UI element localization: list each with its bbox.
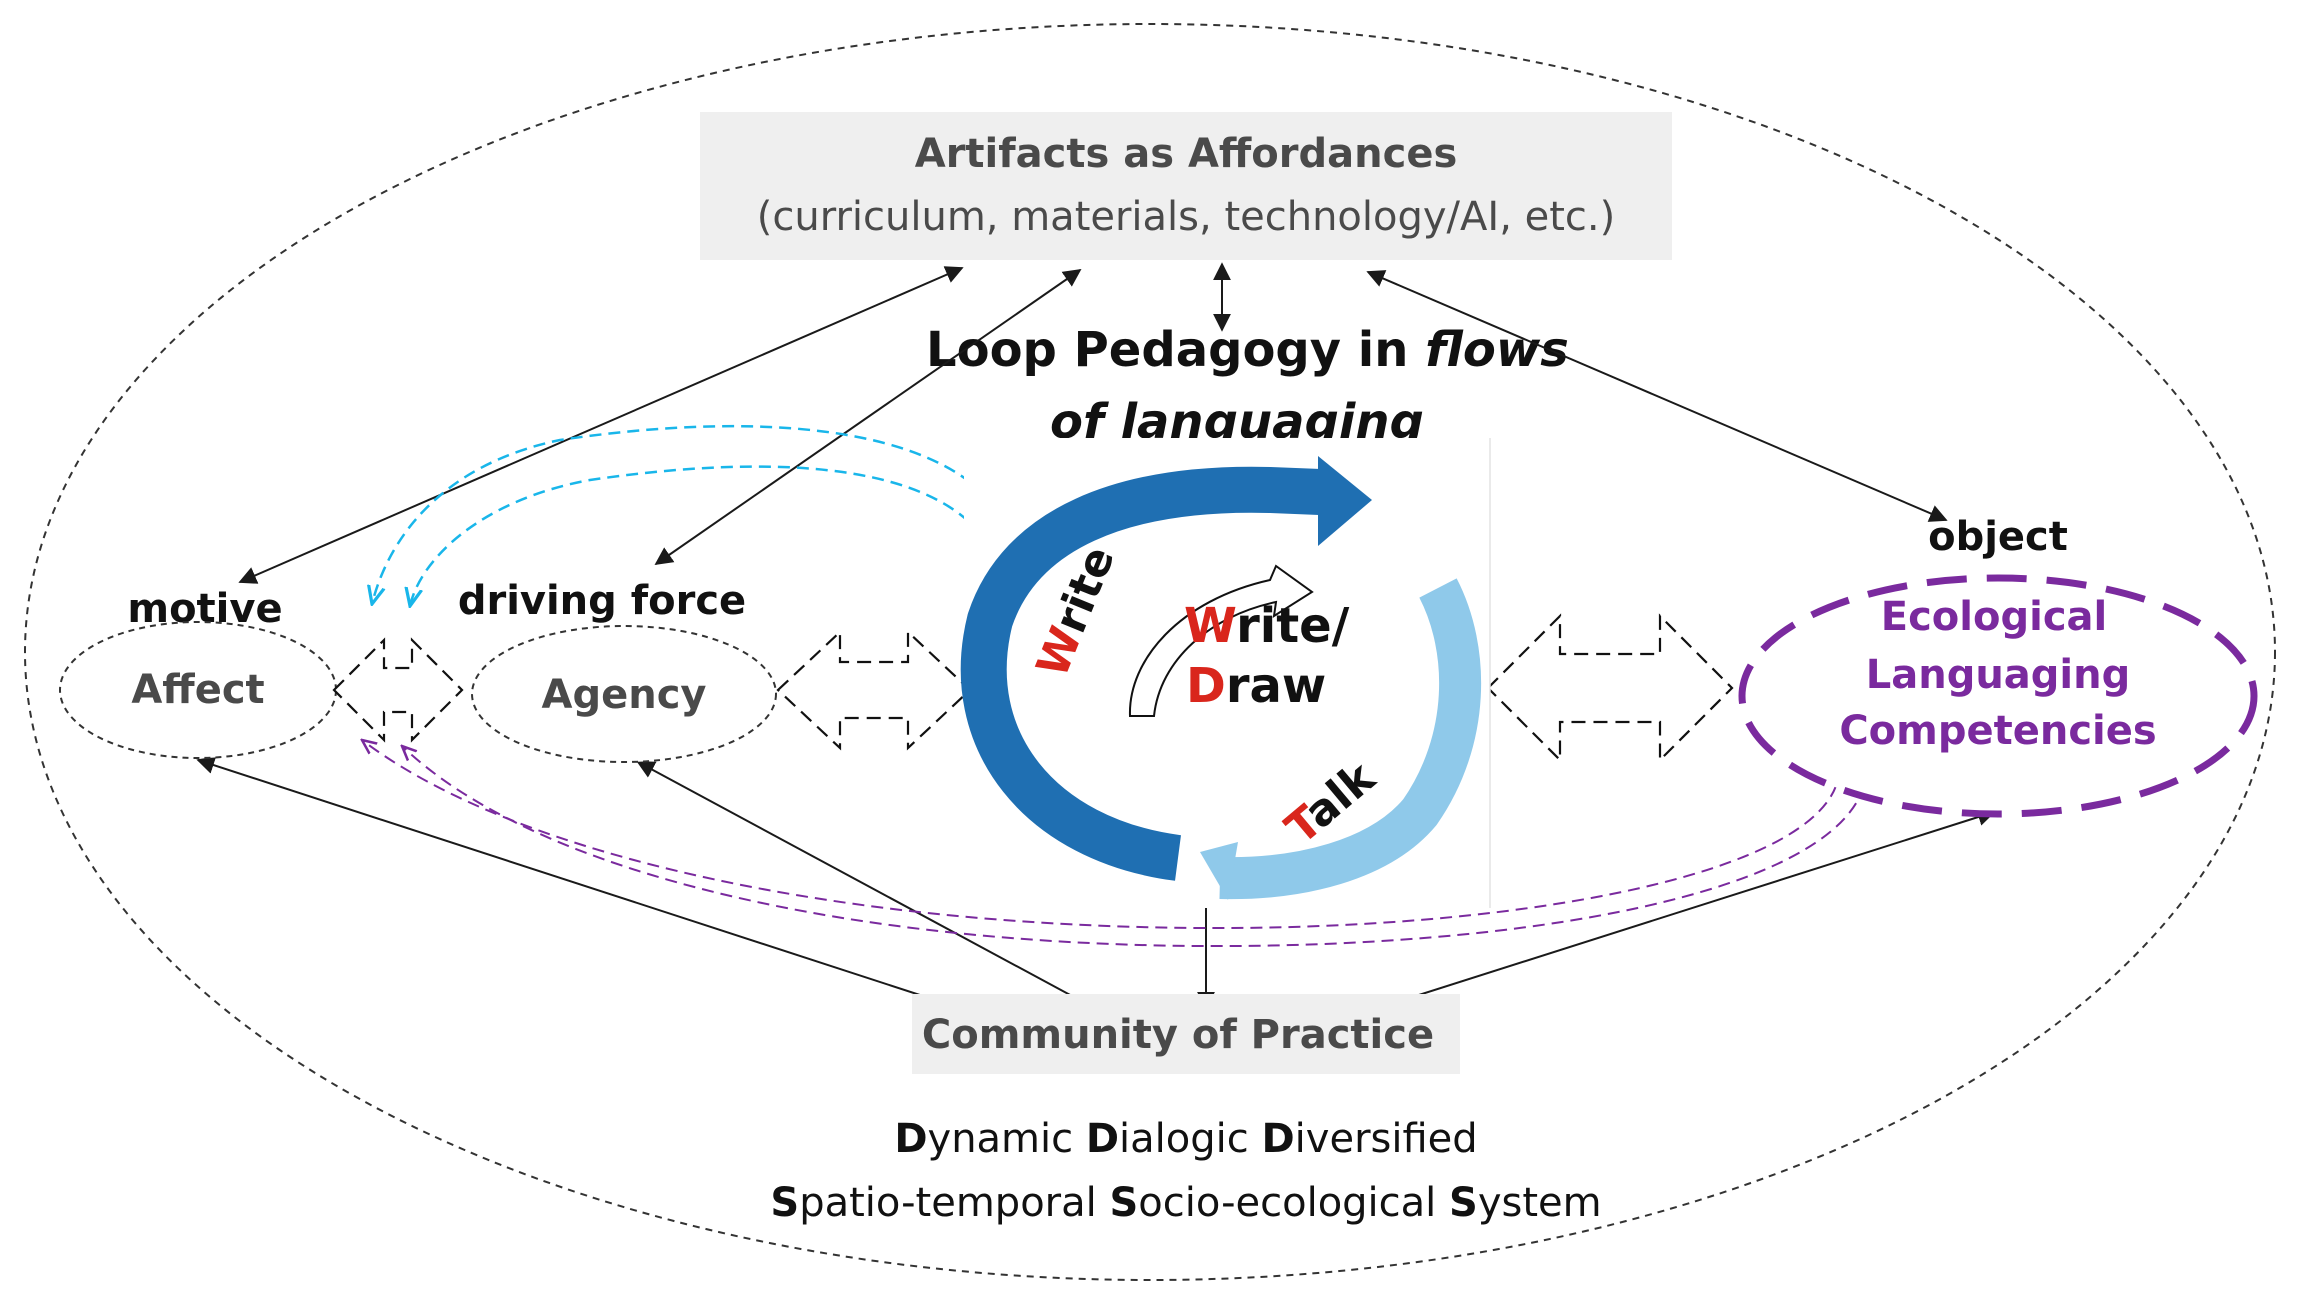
loop-dark-blue-arrowhead bbox=[1318, 456, 1372, 546]
arrow-artifacts-object bbox=[1366, 270, 1948, 522]
cyan-feedback-arrows bbox=[372, 424, 1024, 606]
affect-label: Affect bbox=[131, 667, 264, 713]
inner-write-label: Write/ bbox=[1184, 598, 1350, 654]
arrow-agency-community bbox=[636, 761, 1100, 1011]
competencies-line-2: Languaging bbox=[1866, 652, 2131, 698]
system-rest-s2: ocio-ecological bbox=[1138, 1180, 1449, 1226]
loop-dark-blue-arc bbox=[960, 466, 1321, 881]
driving-force-label: driving force bbox=[458, 578, 746, 624]
system-initial-d1: D bbox=[894, 1116, 927, 1162]
system-boundary-ellipse bbox=[24, 23, 2276, 1281]
affect-agency-double-arrow bbox=[332, 637, 464, 743]
loop-title-prefix: Loop Pedagogy in bbox=[926, 322, 1425, 378]
artifacts-box: Artifacts as Affordances (curriculum, ma… bbox=[700, 112, 1672, 260]
affect-node: Affect bbox=[59, 621, 337, 759]
arrow-affect-artifacts bbox=[238, 266, 964, 584]
artifacts-subtitle: (curriculum, materials, technology/AI, e… bbox=[757, 194, 1615, 240]
system-initial-d3: D bbox=[1261, 1116, 1294, 1162]
competencies-line-1: Ecological bbox=[1881, 594, 2107, 640]
loop-title-italic-1: flows bbox=[1425, 322, 1569, 378]
inner-swirl-arrow bbox=[1128, 564, 1314, 717]
agency-node: Agency bbox=[471, 625, 777, 763]
system-rest-d1: ynamic bbox=[928, 1116, 1086, 1162]
agency-loop-double-arrow bbox=[776, 629, 972, 751]
system-rest-d2: ialogic bbox=[1119, 1116, 1261, 1162]
agency-label: Agency bbox=[542, 672, 707, 718]
inner-draw-rest: raw bbox=[1226, 658, 1326, 714]
inner-draw-initial: D bbox=[1186, 658, 1226, 714]
loop-title: Loop Pedagogy in flows bbox=[926, 322, 1569, 378]
arrow-affect-community bbox=[196, 756, 968, 1014]
inner-write-initial: W bbox=[1184, 598, 1236, 654]
system-rest-s1: patio-temporal bbox=[799, 1180, 1109, 1226]
system-rest-s3: ystem bbox=[1478, 1180, 1602, 1226]
system-initial-d2: D bbox=[1086, 1116, 1119, 1162]
system-rest-d3: iversified bbox=[1295, 1116, 1478, 1162]
arrow-agency-artifacts bbox=[654, 268, 1082, 566]
loop-object-double-arrow bbox=[1486, 613, 1734, 763]
arrow-community-object bbox=[1376, 808, 1996, 1012]
connector-arrows bbox=[196, 262, 1996, 1014]
community-box: Community of Practice bbox=[912, 994, 1460, 1074]
object-label: object bbox=[1928, 514, 2068, 560]
hollow-double-arrows bbox=[332, 613, 1734, 763]
system-initial-s1: S bbox=[770, 1180, 799, 1226]
inner-write-rest: rite/ bbox=[1236, 598, 1350, 654]
competencies-line-3: Competencies bbox=[1839, 708, 2156, 754]
system-initial-s3: S bbox=[1449, 1180, 1478, 1226]
system-line-1: Dynamic Dialogic Diversified bbox=[894, 1116, 1477, 1162]
system-line-2: Spatio-temporal Socio-ecological System bbox=[770, 1180, 1601, 1226]
system-initial-s2: S bbox=[1109, 1180, 1138, 1226]
competencies-node: Ecological Languaging Competencies bbox=[1738, 574, 2258, 818]
loop-light-blue-arc bbox=[1219, 578, 1482, 900]
purple-feedback-arrows bbox=[362, 740, 1865, 948]
loop-graphic: Write Write/ Draw Talk bbox=[960, 438, 1491, 908]
community-label: Community of Practice bbox=[922, 1012, 1434, 1058]
inner-draw-label: Draw bbox=[1186, 658, 1326, 714]
artifacts-title: Artifacts as Affordances bbox=[915, 131, 1458, 177]
